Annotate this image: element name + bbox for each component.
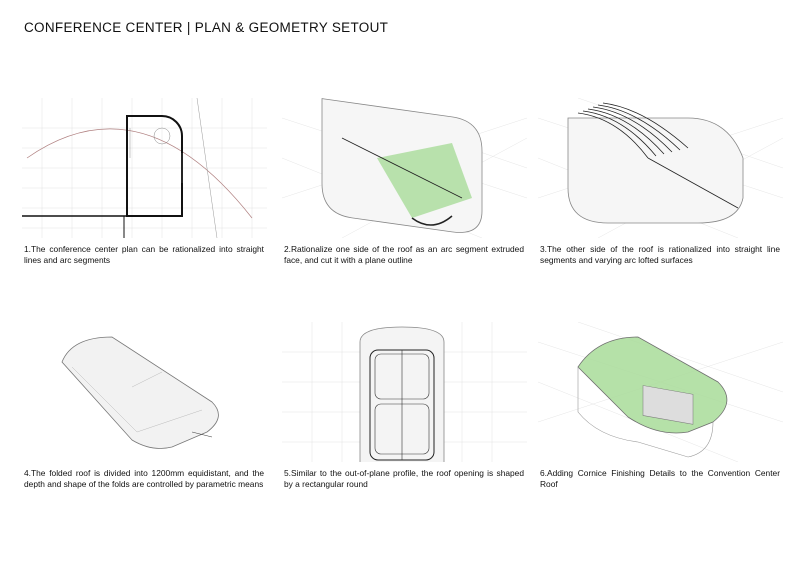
panel-5: 5.Similar to the out-of-plane profile, t… — [282, 322, 527, 522]
caption-1: 1.The conference center plan can be rati… — [24, 244, 264, 265]
panel-3: 3.The other side of the roof is rational… — [538, 98, 783, 298]
caption-6: 6.Adding Cornice Finishing Details to th… — [540, 468, 780, 489]
panel-1: 1.The conference center plan can be rati… — [22, 98, 267, 298]
caption-4: 4.The folded roof is divided into 1200mm… — [24, 468, 264, 489]
page-title: CONFERENCE CENTER | PLAN & GEOMETRY SETO… — [24, 20, 389, 35]
folded-roof-model — [22, 322, 267, 462]
roof-opening-plan — [282, 322, 527, 462]
cornice-roof-model — [538, 322, 783, 462]
lofted-surface-model — [538, 98, 783, 238]
panel-2: 2.Rationalize one side of the roof as an… — [282, 98, 527, 298]
panel-4: 4.The folded roof is divided into 1200mm… — [22, 322, 267, 522]
caption-2: 2.Rationalize one side of the roof as an… — [284, 244, 524, 265]
caption-5: 5.Similar to the out-of-plane profile, t… — [284, 468, 524, 489]
panel-6: 6.Adding Cornice Finishing Details to th… — [538, 322, 783, 522]
arc-extrusion-model — [282, 98, 527, 238]
caption-3: 3.The other side of the roof is rational… — [540, 244, 780, 265]
plan-drawing — [22, 98, 267, 238]
